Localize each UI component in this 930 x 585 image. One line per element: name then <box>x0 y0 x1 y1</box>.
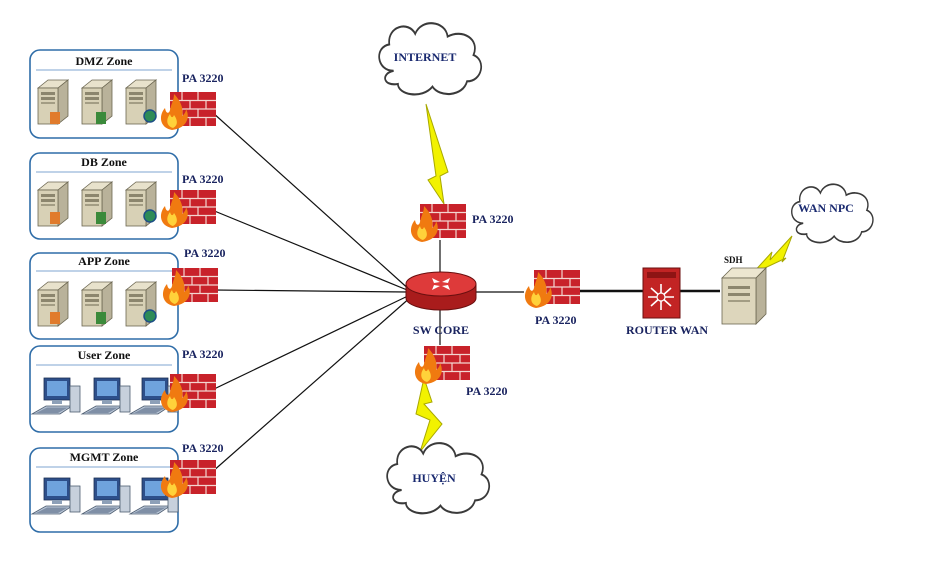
core-label: SW CORE <box>413 323 469 337</box>
lightning-huyen <box>415 376 443 453</box>
database-badge-icon <box>96 212 106 224</box>
zone-user: User Zone <box>29 345 179 433</box>
cloud-label: HUYỆN <box>412 471 456 485</box>
zone-dmz: DMZ Zone <box>29 49 179 139</box>
firewall-internet: PA 3220 <box>410 203 513 243</box>
wan-npc-cloud: WAN NPC <box>790 183 874 244</box>
firewall-label: PA 3220 <box>472 212 513 226</box>
globe-icon <box>143 209 157 223</box>
firewall-label: PA 3220 <box>184 246 225 260</box>
sdh-label: SDH <box>724 255 743 265</box>
zone-mgmt: MGMT Zone <box>29 447 179 533</box>
firewall-label: PA 3220 <box>182 347 223 361</box>
firewall-huyen: PA 3220 <box>414 345 507 398</box>
lightning-wan <box>751 235 793 275</box>
storage-disk-icon <box>50 312 60 324</box>
sdh-device: SDH <box>721 255 767 325</box>
firewall-db: PA 3220 <box>160 172 223 229</box>
firewall-mgmt: PA 3220 <box>160 441 223 499</box>
zone-title: MGMT Zone <box>70 450 139 464</box>
link-db-core <box>211 209 413 293</box>
firewall-label: PA 3220 <box>182 172 223 186</box>
storage-disk-icon <box>50 212 60 224</box>
database-badge-icon <box>96 112 106 124</box>
cloud-label: INTERNET <box>394 50 457 64</box>
firewall-icon <box>524 269 581 309</box>
connection-lines <box>211 111 524 473</box>
core-switch: SW CORE <box>405 271 477 337</box>
router-wan: ROUTER WAN <box>626 267 708 337</box>
internet-cloud: INTERNET <box>378 22 483 96</box>
storage-disk-icon <box>50 112 60 124</box>
firewall-label: PA 3220 <box>466 384 507 398</box>
firewall-icon <box>410 203 467 243</box>
lightning-internet <box>425 103 449 205</box>
globe-icon <box>143 309 157 323</box>
zone-title: DB Zone <box>81 155 127 169</box>
zone-db: DB Zone <box>29 152 179 240</box>
firewall-icon <box>414 345 471 385</box>
zone-title: DMZ Zone <box>76 54 134 68</box>
firewall-label: PA 3220 <box>535 313 576 327</box>
link-dmz-core <box>211 111 413 293</box>
firewall-label: PA 3220 <box>182 441 223 455</box>
zone-app: APP Zone <box>29 252 179 340</box>
huyen-cloud: HUYỆN <box>386 442 491 515</box>
firewall-app: PA 3220 <box>162 246 225 307</box>
firewall-wan: PA 3220 <box>524 269 581 327</box>
link-user-core <box>211 293 413 391</box>
firewall-user: PA 3220 <box>160 347 223 413</box>
database-badge-icon <box>96 312 106 324</box>
zone-title: User Zone <box>78 348 131 362</box>
link-app-core <box>213 289 409 293</box>
firewall-dmz: PA 3220 <box>160 71 223 131</box>
cloud-label: WAN NPC <box>798 201 854 215</box>
router-label: ROUTER WAN <box>626 323 708 337</box>
firewall-label: PA 3220 <box>182 71 223 85</box>
globe-icon <box>143 109 157 123</box>
zone-title: APP Zone <box>78 254 130 268</box>
link-mgmt-core <box>211 295 413 473</box>
